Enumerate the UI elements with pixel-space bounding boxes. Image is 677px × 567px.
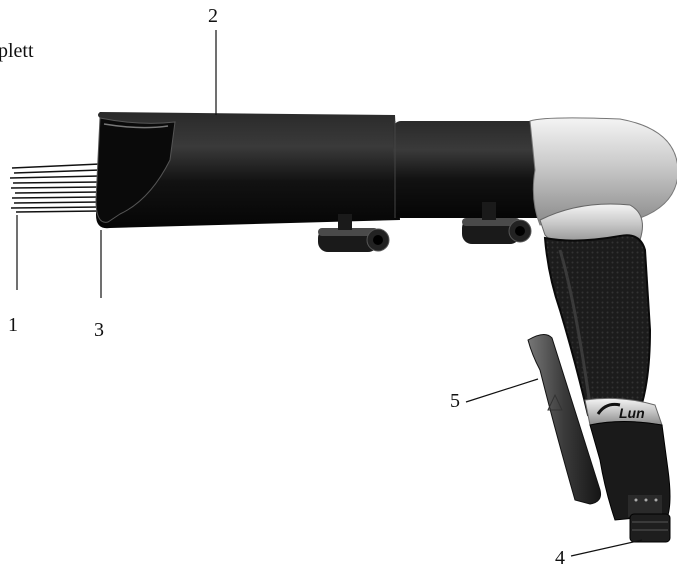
mount-knob-front — [318, 214, 390, 252]
callout-5: 5 — [450, 390, 460, 412]
callout-4: 4 — [555, 547, 565, 567]
header-text-fragment: plett — [0, 40, 34, 62]
air-inlet — [629, 513, 671, 543]
leader-line-4 — [570, 539, 643, 557]
motor-housing — [529, 117, 677, 226]
brand-logo-text: Lun — [619, 405, 645, 421]
mount-knob-rear — [462, 202, 532, 244]
handle-grip — [543, 234, 652, 417]
needle-bundle — [9, 163, 101, 213]
brand-logo — [596, 402, 621, 415]
barrel-body — [393, 121, 553, 218]
callout-2: 2 — [208, 5, 218, 27]
trigger-lever — [527, 334, 601, 505]
callout-3: 3 — [94, 319, 104, 341]
leader-line-5 — [465, 378, 539, 403]
callout-1: 1 — [8, 314, 18, 336]
sleeve-opening — [95, 117, 176, 223]
